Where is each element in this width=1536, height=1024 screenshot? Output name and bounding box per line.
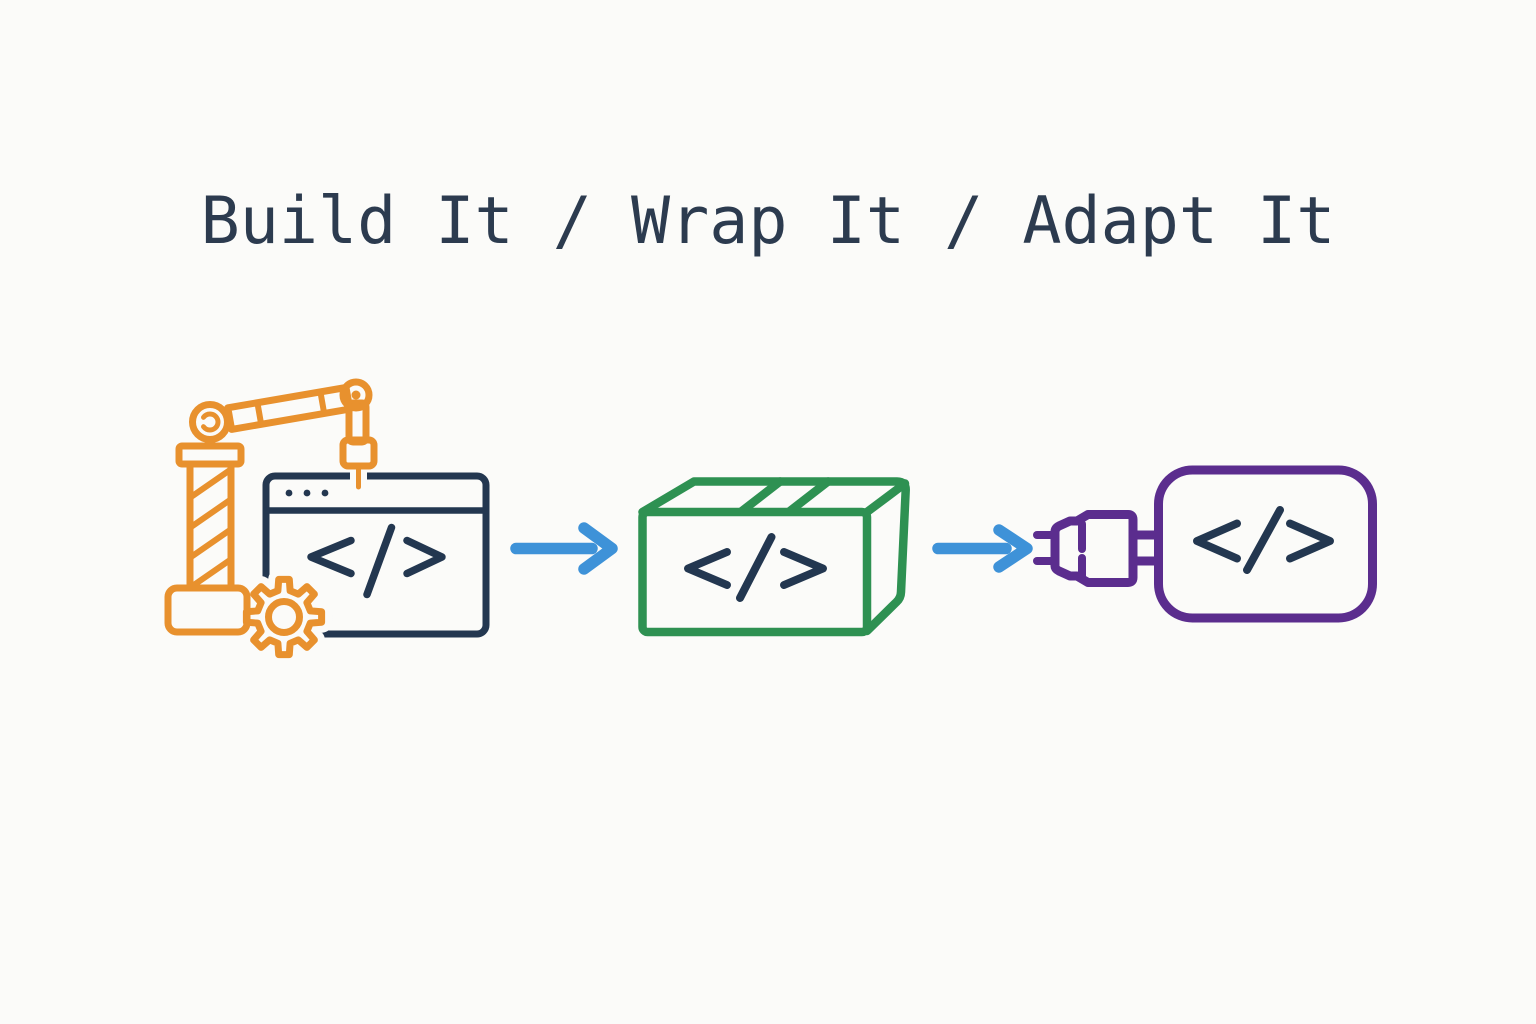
arrow-right-icon: [932, 524, 1033, 573]
gear-icon: [242, 575, 326, 659]
plug-adapter-icon: [1033, 465, 1377, 623]
code-glyph: [1193, 506, 1334, 574]
construction-crane-icon: [164, 378, 378, 636]
crane-code-window-icon: [164, 378, 490, 666]
code-module: [1154, 465, 1377, 623]
window-dot: [285, 489, 293, 497]
arrow-right-icon: [510, 522, 618, 575]
window-dot: [303, 489, 311, 497]
code-glyph: [684, 533, 827, 602]
window-dot: [321, 489, 329, 497]
code-window: [262, 472, 490, 638]
plug-icon: [1033, 510, 1162, 587]
package-box-icon: [638, 477, 910, 637]
code-glyph: [307, 523, 446, 599]
page-title: Build It / Wrap It / Adapt It: [200, 184, 1336, 259]
mast-hatching: [188, 467, 233, 590]
tape-seams: [737, 477, 833, 516]
